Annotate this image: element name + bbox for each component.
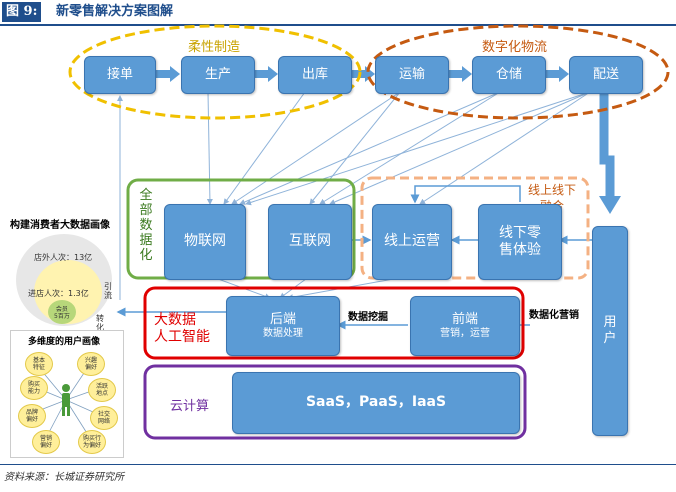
ai-label: 大数据 人工智能 bbox=[154, 312, 210, 345]
user-box: 用 户 bbox=[592, 226, 628, 436]
frontend-subtitle: 营销，运营 bbox=[440, 327, 490, 339]
consumer-panel-title: 构建消费者大数据画像 bbox=[10, 220, 110, 231]
portrait-node-active-location: 活跃 地点 bbox=[88, 378, 116, 402]
cloud-label: 云计算 bbox=[170, 399, 210, 414]
iot-box: 物联网 bbox=[164, 204, 246, 280]
chain-box-warehouse: 仓储 bbox=[472, 56, 546, 94]
digital-logistics-outline bbox=[366, 24, 670, 120]
data-marketing-label: 数据化营销 bbox=[529, 310, 579, 321]
digitize-label: 全部 数据化 bbox=[139, 188, 153, 263]
ai-outline bbox=[143, 286, 525, 360]
figure-title: 新零售解决方案图解 bbox=[56, 4, 174, 19]
backend-title: 后端 bbox=[269, 311, 296, 327]
digital-logistics-label: 数字化物流 bbox=[482, 40, 548, 55]
outer-visitors-text: 店外人次：13亿 bbox=[34, 253, 93, 262]
figure-label: 图 9: bbox=[2, 2, 42, 22]
members-text: 会员 5百万 bbox=[54, 306, 70, 320]
portrait-node-basic: 基本 特征 bbox=[25, 352, 53, 376]
backend-box: 后端 数据处理 bbox=[226, 296, 340, 356]
portrait-node-brand: 品牌 偏好 bbox=[18, 404, 46, 428]
cloud-services-box: SaaS，PaaS，IaaS bbox=[232, 372, 520, 434]
internet-box: 互联网 bbox=[268, 204, 352, 280]
cloud-outline bbox=[143, 364, 527, 440]
conversion-text: 转 化 bbox=[96, 314, 104, 332]
backend-subtitle: 数据处理 bbox=[263, 327, 303, 339]
chain-box-order: 接单 bbox=[84, 56, 156, 94]
frontend-box: 前端 营销，运营 bbox=[410, 296, 520, 356]
members-circle bbox=[48, 300, 76, 324]
portrait-node-social: 社交 网络 bbox=[90, 406, 118, 430]
portrait-panel-title: 多维度的用户画像 bbox=[28, 337, 101, 347]
chain-box-production: 生产 bbox=[181, 56, 255, 94]
title-bar bbox=[0, 0, 676, 26]
portrait-node-interest: 兴趣 偏好 bbox=[77, 352, 105, 376]
chain-box-delivery: 配送 bbox=[569, 56, 643, 94]
portrait-node-purchasing-power: 购买 能力 bbox=[20, 376, 48, 400]
chain-box-outbound: 出库 bbox=[278, 56, 352, 94]
person-icon bbox=[62, 384, 70, 416]
store-visitors-text: 进店人次：1.3亿 bbox=[28, 289, 89, 298]
flexible-manufacturing-outline bbox=[68, 24, 362, 120]
online-ops-box: 线上运营 bbox=[372, 204, 452, 280]
chain-box-transport: 运输 bbox=[375, 56, 449, 94]
offline-experience-box: 线下零 售体验 bbox=[478, 204, 562, 280]
portrait-panel bbox=[10, 330, 124, 458]
consumer-funnel bbox=[16, 234, 112, 326]
online-offline-outline bbox=[360, 176, 590, 280]
portrait-node-purchase-behavior: 购买行 为偏好 bbox=[78, 430, 106, 454]
flexible-manufacturing-label: 柔性制造 bbox=[188, 40, 241, 55]
frontend-title: 前端 bbox=[451, 311, 478, 327]
footer-rule bbox=[0, 464, 676, 465]
data-mining-label: 数据挖掘 bbox=[348, 312, 388, 323]
source-note: 资料来源：长城证券研究所 bbox=[4, 472, 124, 483]
guide-flow-text: 引 流 bbox=[104, 282, 112, 300]
portrait-node-marketing: 营销 偏好 bbox=[32, 430, 60, 454]
